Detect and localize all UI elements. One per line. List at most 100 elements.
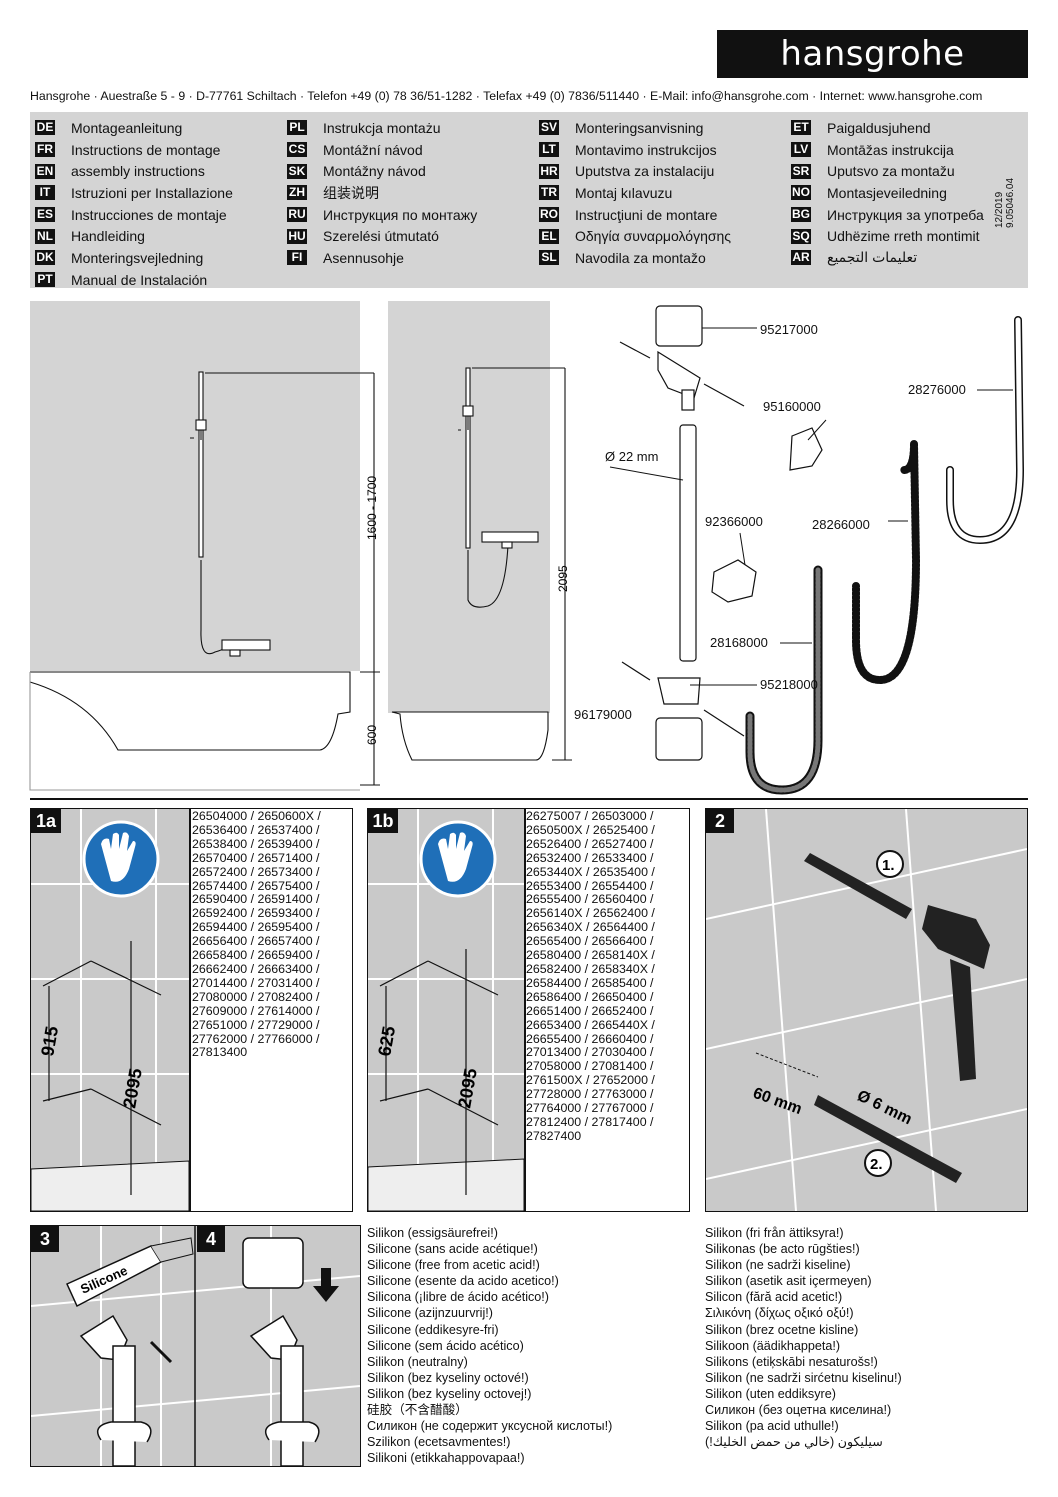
silicone-note: 硅胶（不含醋酸） [367, 1403, 468, 1418]
silicone-note: Силикон (не содержит уксусной кислоты!) [367, 1419, 613, 1434]
language-label: 组装说明 [323, 184, 379, 201]
step-2-label-2: 2. [870, 1156, 883, 1173]
wall-illustration-tub [30, 301, 360, 671]
silicone-note: Silikons (etiķskābi nesaturošs!) [705, 1354, 878, 1369]
silicone-note: Silicon (fără acid acetic!) [705, 1290, 843, 1305]
language-label: Manual de Instalación [71, 271, 208, 288]
silicone-note: Silikon (essigsäurefrei!) [367, 1226, 498, 1240]
step-1a-article-numbers: 26504000 / 2650600X / 26536400 / 2653740… [192, 809, 321, 1060]
step-2-depth: 60 mm [751, 1085, 804, 1118]
language-label: Monteringsvejledning [71, 249, 204, 266]
language-label: Montageanleitung [71, 119, 183, 136]
language-code: NL [35, 228, 55, 244]
language-code: CS [287, 142, 307, 158]
step-1b-dim-625: 625 [374, 1025, 399, 1058]
arrow-down-icon [313, 1268, 339, 1302]
silicone-note: Silikon (bez kyseliny octovej!) [367, 1386, 532, 1401]
silicone-note: Silicone (eddikesyre-fri) [367, 1322, 499, 1337]
silicone-note: سيليكون (خالي من حمض الخليك!) [705, 1435, 883, 1450]
wall-plug-top [619, 341, 651, 359]
language-code: NO [791, 185, 811, 201]
language-label: Montasjeveiledning [827, 184, 947, 201]
silicone-note: Silikon (uten eddiksyre) [705, 1386, 836, 1401]
language-code: TR [539, 185, 559, 201]
shower-rail [679, 424, 697, 662]
language-code: AR [791, 250, 811, 266]
step-1a-drawing: 915 2095 [31, 809, 190, 1211]
silicone-note: Silikon (neutralny) [367, 1354, 468, 1369]
silicone-note: Silikon (bez kyseliny octové!) [367, 1370, 529, 1385]
language-code: RU [287, 207, 307, 223]
silicone-note: Silikon (ne sadrži kiseline) [705, 1258, 851, 1273]
step-2-panel: 1. 2. 60 mm Ø 6 mm 2 [705, 808, 1028, 1212]
dim-tub-height: 600 [365, 725, 379, 745]
language-code: EN [35, 163, 55, 179]
dim-total-height: 2095 [556, 565, 570, 592]
step-1a-panel: 915 2095 1a 26504000 / 2650600X / 265364… [30, 808, 353, 1212]
language-label: Udhëzime rreth montimit [827, 228, 980, 245]
language-code: DK [35, 250, 55, 266]
part-28168000: 28168000 [710, 635, 768, 650]
silicone-note: Silikon (fri från ättiksyra!) [705, 1226, 844, 1240]
cover-cap-bottom [655, 717, 703, 761]
language-code: LV [791, 142, 811, 158]
language-label: Handleiding [71, 228, 145, 245]
part-28276000: 28276000 [908, 382, 966, 397]
language-label: Szerelési útmutató [323, 228, 439, 245]
language-code: IT [35, 185, 55, 201]
language-code: ET [791, 120, 811, 136]
language-code: SV [539, 120, 559, 136]
language-label: Paigaldusjuhend [827, 119, 931, 136]
language-code: FI [287, 250, 307, 266]
cover-cap-top [655, 305, 703, 347]
wall-bracket-bottom [657, 677, 701, 705]
language-code: HU [287, 228, 307, 244]
language-label: Navodila za montažo [575, 249, 706, 266]
language-label: Instructions de montage [71, 141, 221, 158]
step-1a-badge: 1a [31, 809, 61, 833]
language-code: HR [539, 163, 559, 179]
silicone-note: Silicone (sem ácido acético) [367, 1338, 524, 1353]
language-label: Uputstva za instalaciju [575, 163, 715, 180]
holder-95160000 [789, 427, 823, 471]
holder-92366000 [711, 559, 757, 603]
language-code: SK [287, 163, 307, 179]
language-label: Инструкция за употреба [827, 206, 984, 223]
step-1b-panel: 625 2095 1b 26275007 / 26503000 / 265050… [367, 808, 690, 1212]
part-96179000: 96179000 [574, 707, 632, 722]
language-label: Montavimo instrukcijos [575, 141, 717, 158]
language-code: FR [35, 142, 55, 158]
step-1b-article-numbers: 26275007 / 26503000 / 2650500X / 2652540… [526, 809, 655, 1143]
bracket-peg-top [681, 389, 695, 411]
chisel-icon [804, 853, 912, 919]
language-code: SR [791, 163, 811, 179]
language-label: Οδηγία συναρμολόγησης [575, 228, 732, 245]
silicone-note: Silikon (brez ocetne kisline) [705, 1322, 859, 1337]
language-item: DK Monteringsvejledning [35, 247, 233, 269]
silicone-notes-col2: Silikon (fri från ättiksyra!)Silikonas (… [705, 1225, 902, 1450]
part-92366000: 92366000 [705, 514, 763, 529]
step-1b-badge: 1b [368, 809, 398, 833]
diameter-label: Ø 22 mm [605, 449, 659, 464]
silicone-note: Silikon (ne sadrži sirćetnu kiselinu!) [705, 1370, 902, 1385]
language-item: NL Handleiding [35, 225, 233, 247]
step-2-badge: 2 [706, 809, 734, 833]
language-label: Instrucţiuni de montare [575, 206, 718, 223]
